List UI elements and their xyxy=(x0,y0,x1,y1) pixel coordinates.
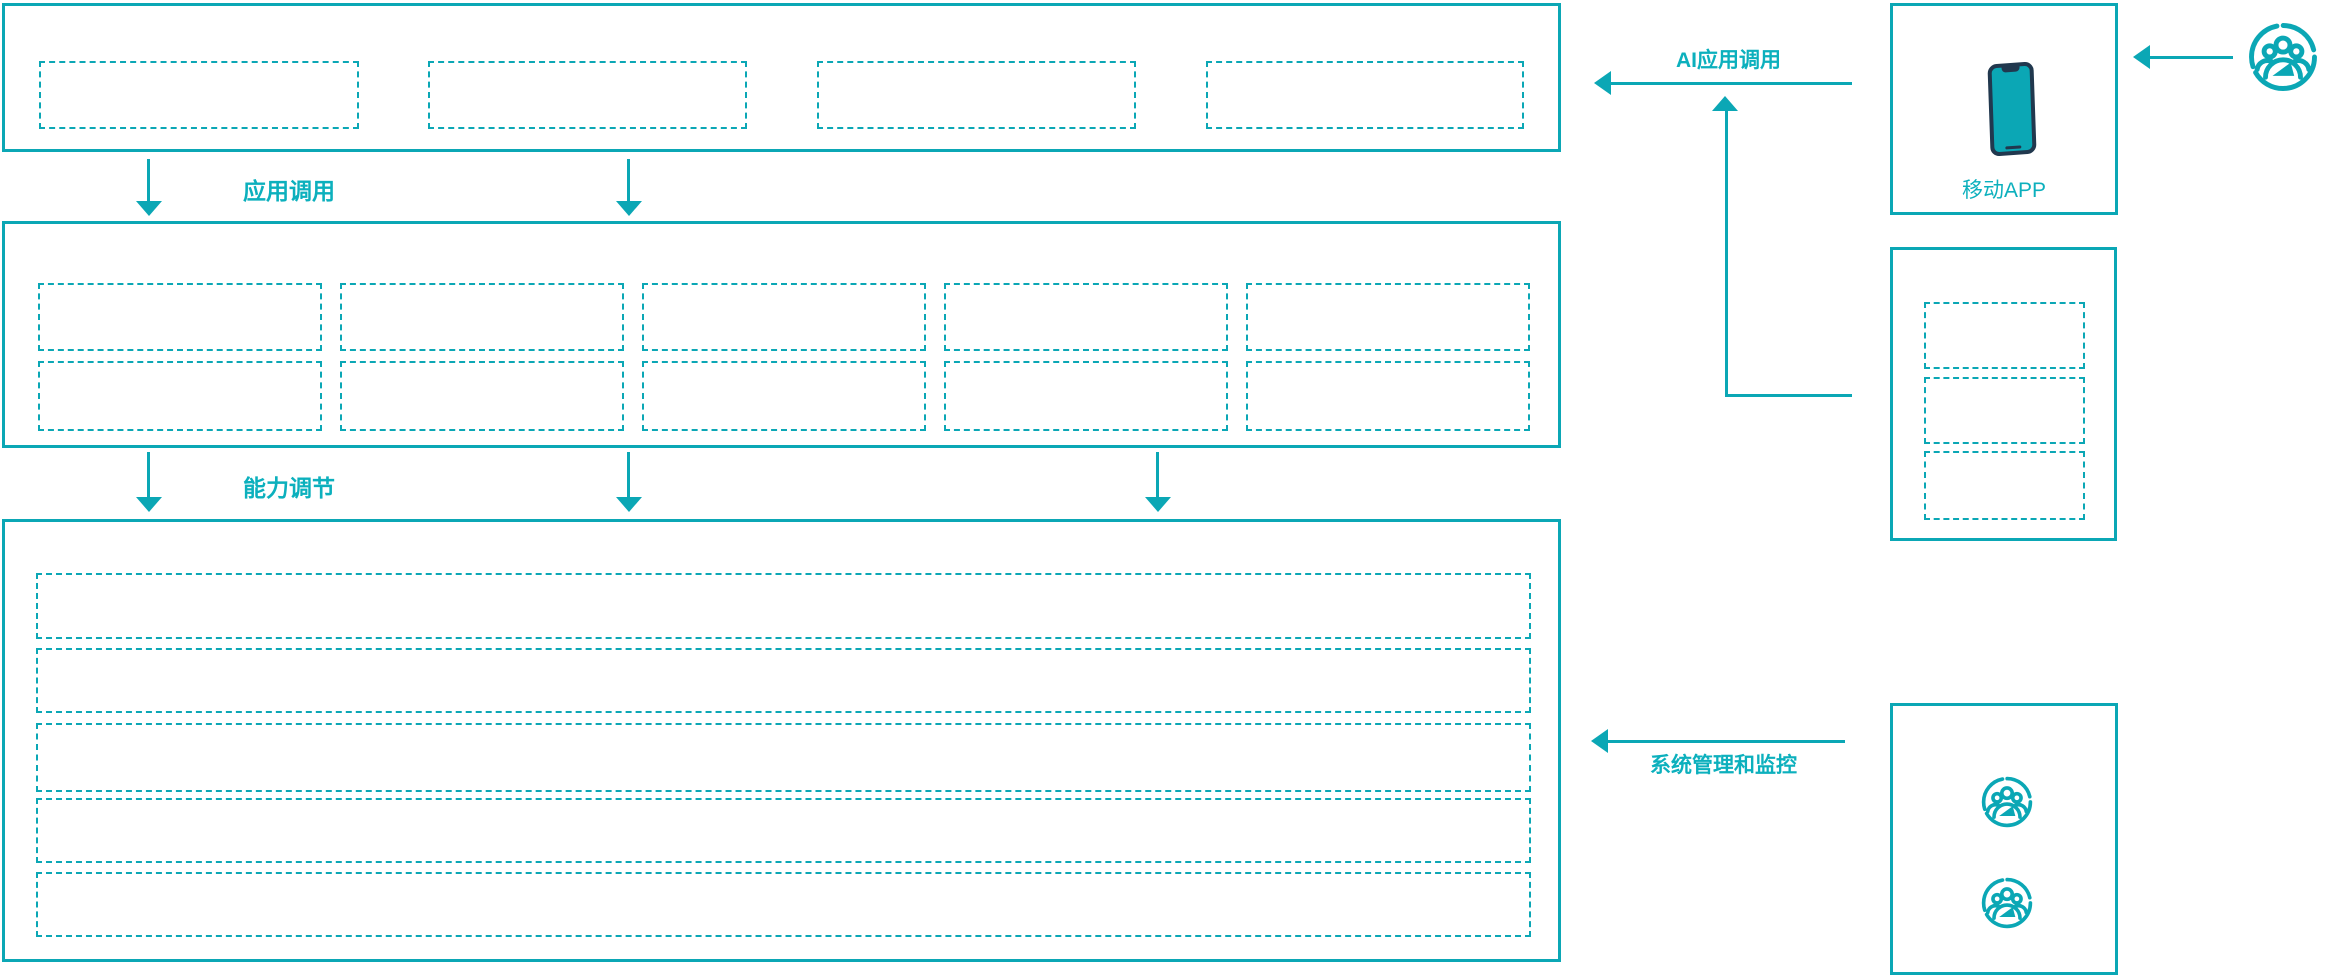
down-arrow-shaft xyxy=(1156,452,1159,498)
placeholder-row xyxy=(36,573,1531,639)
placeholder-box xyxy=(1924,302,2085,369)
up-arrow-icon xyxy=(1712,96,1738,111)
placeholder-row xyxy=(36,723,1531,792)
placeholder-box xyxy=(817,61,1136,129)
ai-call-arrow-shaft xyxy=(1611,82,1852,85)
placeholder-box xyxy=(340,361,624,431)
application-layer-box xyxy=(2,3,1561,152)
phone-notch xyxy=(2001,65,2020,73)
elbow-connector xyxy=(1725,394,1852,397)
user-group-icon xyxy=(2248,22,2318,92)
down-arrow-shaft xyxy=(147,159,150,202)
user-arrow-shaft xyxy=(2150,56,2233,59)
placeholder-box xyxy=(642,283,926,351)
placeholder-box xyxy=(944,361,1228,431)
system-monitor-label: 系统管理和监控 xyxy=(1650,754,1797,777)
capability-layer-box xyxy=(2,221,1561,448)
operations-box xyxy=(1890,703,2118,975)
user-group-icon xyxy=(1981,776,2033,828)
platform-layer-box xyxy=(2,519,1561,962)
down-arrow-icon xyxy=(136,201,162,216)
placeholder-box xyxy=(428,61,747,129)
placeholder-box xyxy=(340,283,624,351)
user-group-icon xyxy=(1981,877,2033,929)
down-arrow-icon xyxy=(1145,497,1171,512)
left-arrow-icon xyxy=(2133,45,2150,69)
up-arrow-shaft xyxy=(1725,110,1728,397)
down-arrow-icon xyxy=(616,497,642,512)
placeholder-box xyxy=(1246,361,1530,431)
left-arrow-icon xyxy=(1594,71,1611,95)
down-arrow-shaft xyxy=(147,452,150,498)
placeholder-row xyxy=(36,648,1531,713)
placeholder-box xyxy=(1206,61,1524,129)
placeholder-box xyxy=(1246,283,1530,351)
placeholder-box xyxy=(38,283,322,351)
placeholder-box xyxy=(39,61,359,129)
mobile-app-label: 移动APP xyxy=(1961,179,2047,202)
monitor-arrow-shaft xyxy=(1608,740,1845,743)
placeholder-row xyxy=(36,872,1531,937)
phone-homebar xyxy=(2005,145,2022,150)
placeholder-row xyxy=(36,798,1531,863)
ai-call-label: AI应用调用 xyxy=(1676,49,1781,72)
placeholder-box xyxy=(1924,451,2085,520)
mobile-app-box: 移动APP xyxy=(1890,3,2118,215)
down-arrow-icon xyxy=(616,201,642,216)
placeholder-box xyxy=(642,361,926,431)
down-arrow-shaft xyxy=(627,452,630,498)
admin-backend-box xyxy=(1890,247,2117,541)
placeholder-box xyxy=(38,361,322,431)
app-call-label: 应用调用 xyxy=(243,178,335,204)
capability-adjust-label: 能力调节 xyxy=(243,475,335,501)
placeholder-box xyxy=(1924,377,2085,444)
placeholder-box xyxy=(944,283,1228,351)
mobile-phone-icon xyxy=(1987,61,2037,157)
down-arrow-shaft xyxy=(627,159,630,202)
down-arrow-icon xyxy=(136,497,162,512)
left-arrow-icon xyxy=(1591,729,1608,753)
